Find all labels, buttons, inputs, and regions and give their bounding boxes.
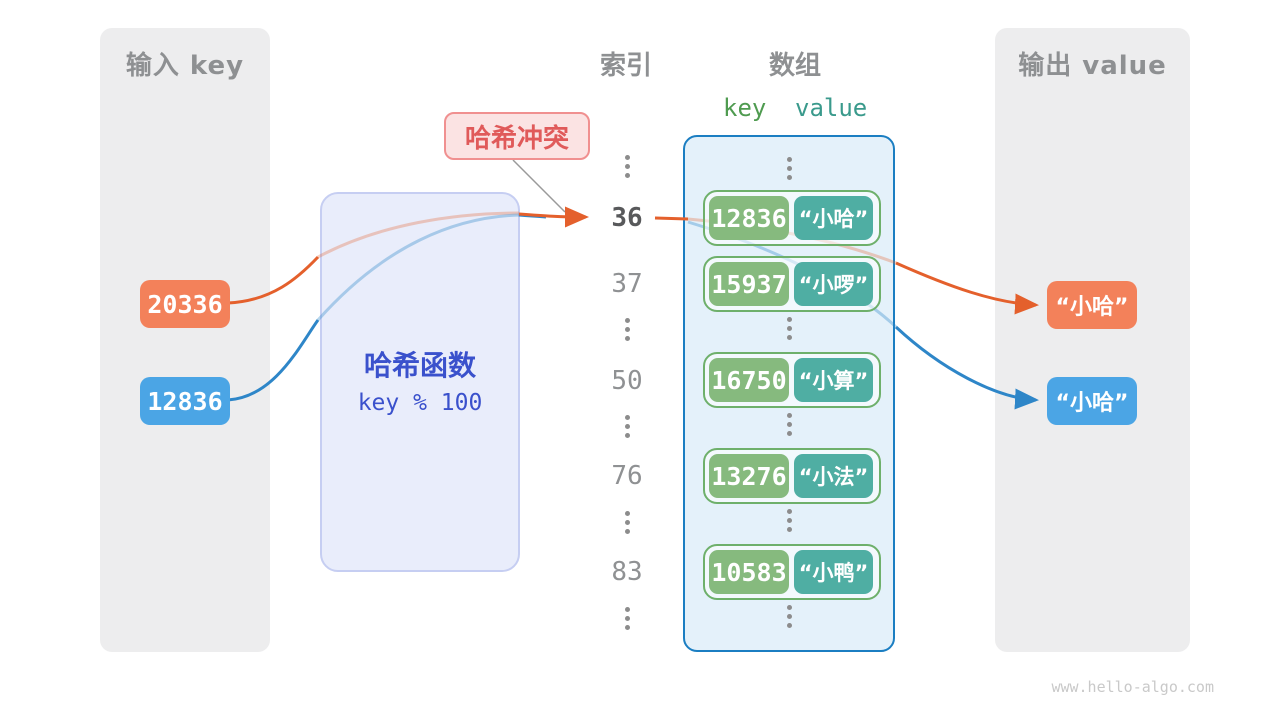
array-row: 15937 “小啰” bbox=[703, 256, 881, 312]
output-panel: 输出 value bbox=[995, 28, 1190, 652]
arrow-to-index-36 bbox=[518, 206, 589, 228]
array-ellipsis bbox=[779, 157, 799, 180]
index-column-title: 索引 bbox=[599, 51, 652, 81]
index-ellipsis bbox=[617, 511, 637, 534]
index-76: 76 bbox=[611, 461, 643, 491]
array-key: 12836 bbox=[709, 196, 789, 240]
output-panel-title: 输出 value bbox=[1018, 51, 1167, 81]
index-36: 36 bbox=[611, 203, 643, 233]
array-ellipsis bbox=[779, 605, 799, 628]
index-ellipsis bbox=[617, 318, 637, 341]
array-value: “小算” bbox=[794, 358, 873, 402]
index-ellipsis bbox=[617, 415, 637, 438]
index-83: 83 bbox=[611, 557, 643, 587]
output-value-orange: “小哈” bbox=[1047, 281, 1137, 329]
array-row: 10583 “小鸭” bbox=[703, 544, 881, 600]
array-key: 16750 bbox=[709, 358, 789, 402]
input-panel: 输入 key bbox=[100, 28, 270, 652]
watermark: www.hello-algo.com bbox=[1051, 678, 1214, 696]
input-panel-title: 输入 key bbox=[125, 51, 245, 81]
array-key: 13276 bbox=[709, 454, 789, 498]
blue-merge-segment bbox=[518, 213, 547, 219]
array-value: “小啰” bbox=[794, 262, 873, 306]
index-37: 37 bbox=[611, 269, 643, 299]
hash-function-formula: key % 100 bbox=[357, 390, 483, 416]
array-key: 10583 bbox=[709, 550, 789, 594]
array-row: 16750 “小算” bbox=[703, 352, 881, 408]
key-header: key bbox=[723, 94, 767, 122]
value-header: value bbox=[795, 94, 868, 122]
array-ellipsis bbox=[779, 413, 799, 436]
array-value: “小法” bbox=[794, 454, 873, 498]
array-row: 13276 “小法” bbox=[703, 448, 881, 504]
index-50: 50 bbox=[611, 366, 643, 396]
index-ellipsis bbox=[617, 155, 637, 178]
hash-function-box: 哈希函数 key % 100 bbox=[320, 192, 520, 572]
input-key-12836: 12836 bbox=[140, 377, 230, 425]
hash-collision-label: 哈希冲突 bbox=[444, 112, 590, 160]
array-value: “小哈” bbox=[794, 196, 873, 240]
array-ellipsis bbox=[779, 317, 799, 340]
collision-pointer-line bbox=[512, 159, 566, 213]
array-column-title: 数组 bbox=[768, 51, 821, 81]
array-value: “小鸭” bbox=[794, 550, 873, 594]
hash-function-title: 哈希函数 bbox=[363, 349, 476, 382]
input-key-20336: 20336 bbox=[140, 280, 230, 328]
array-key: 15937 bbox=[709, 262, 789, 306]
index-ellipsis bbox=[617, 607, 637, 630]
array-row: 12836 “小哈” bbox=[703, 190, 881, 246]
array-ellipsis bbox=[779, 509, 799, 532]
output-value-blue: “小哈” bbox=[1047, 377, 1137, 425]
